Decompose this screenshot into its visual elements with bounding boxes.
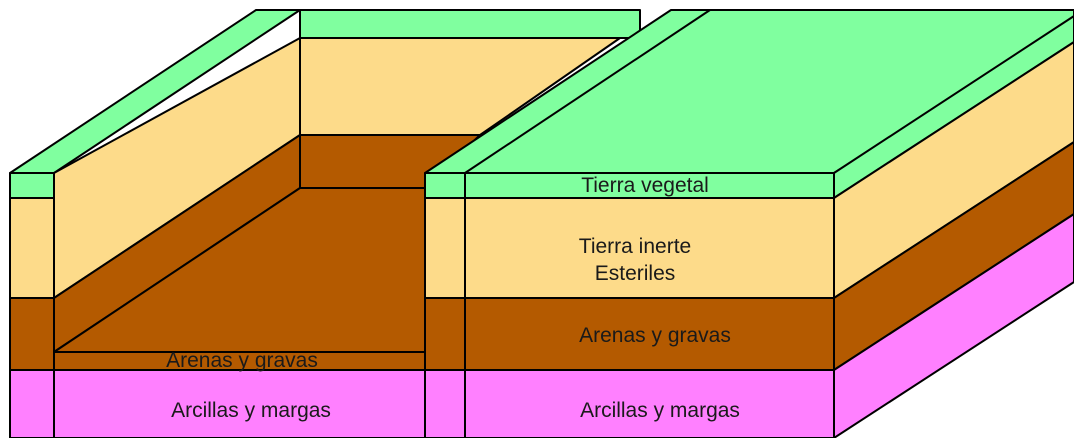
right-front-inerte — [424, 197, 835, 299]
left-front-arenas — [9, 297, 55, 371]
label-tierra-inerte: Tierra inerte — [579, 235, 691, 258]
left-back-vegetal — [299, 9, 641, 39]
left-pit-front-arcillas — [53, 369, 426, 438]
left-front-arcillas — [9, 369, 55, 438]
label-right-arcillas: Arcillas y margas — [580, 399, 740, 422]
label-esteriles: Esteriles — [595, 262, 676, 285]
label-left-arcillas: Arcillas y margas — [171, 399, 331, 422]
right-front-arenas — [424, 297, 835, 371]
right-top-edge-1 — [464, 9, 711, 174]
left-front-inerte — [9, 197, 55, 299]
left-front-vegetal — [9, 172, 55, 199]
label-tierra-vegetal: Tierra vegetal — [581, 174, 709, 197]
right-front-arcillas — [424, 369, 835, 438]
right-front-vegetal — [424, 172, 835, 199]
label-left-arenas: Arenas y gravas — [166, 349, 318, 372]
label-right-arenas: Arenas y gravas — [579, 324, 731, 347]
